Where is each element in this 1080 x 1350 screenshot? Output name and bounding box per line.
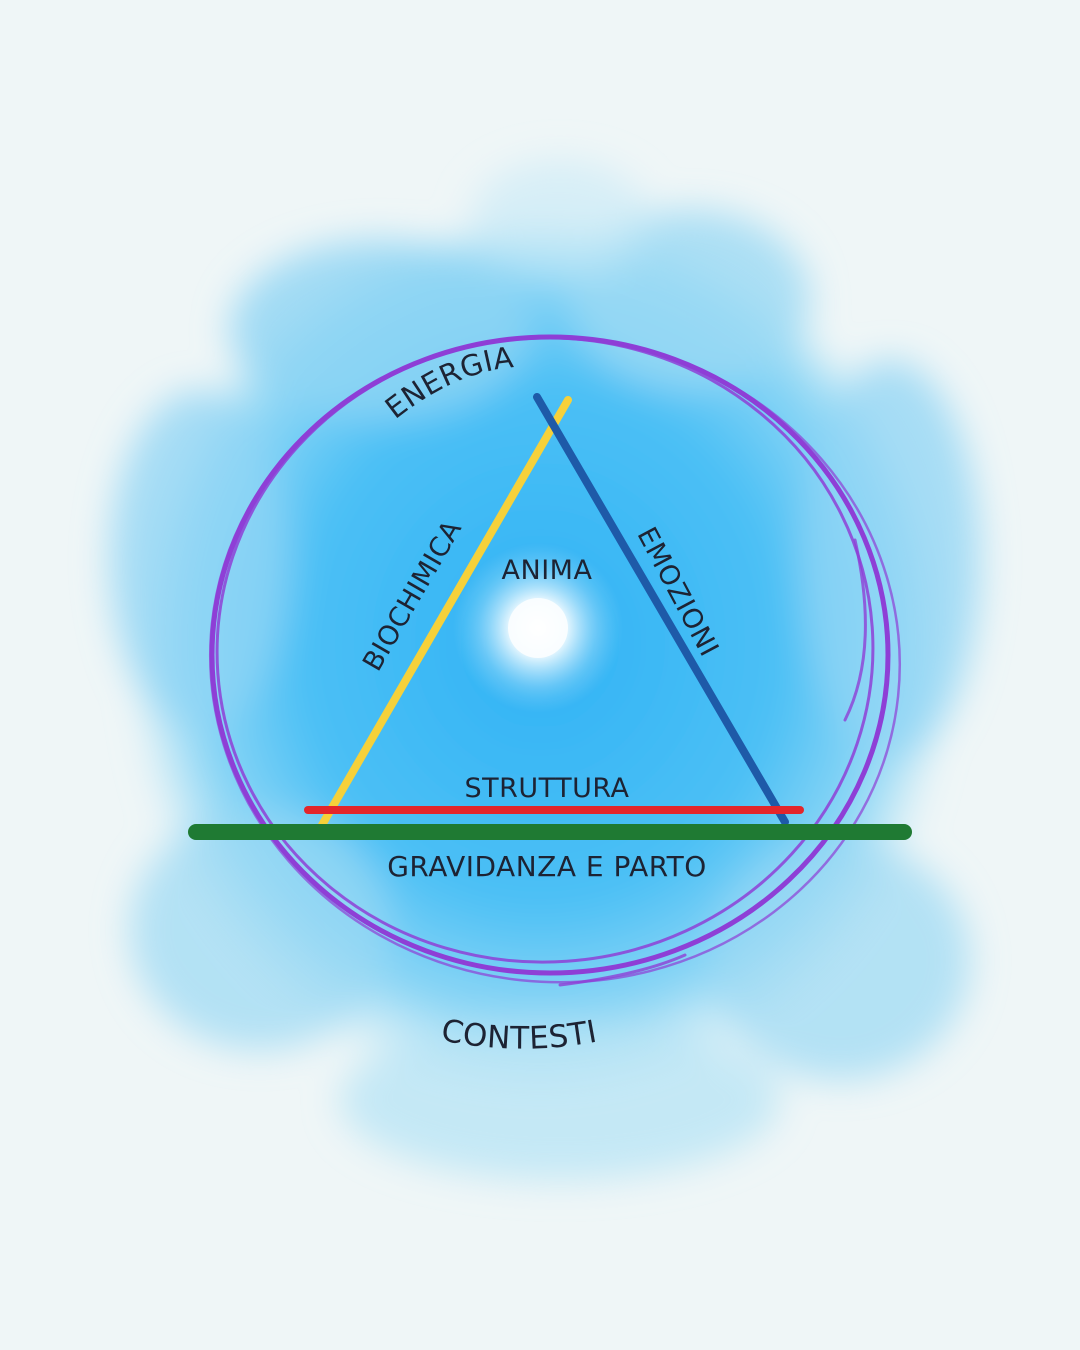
biochimica-line (318, 396, 572, 829)
gravidanza-label: GRAVIDANZA E PARTO (387, 850, 707, 883)
contesti-ring (208, 334, 902, 987)
emozioni-line (533, 393, 789, 826)
anima-glow (453, 543, 623, 713)
struttura-label: STRUTTURA (464, 773, 629, 804)
watercolor-wash (110, 160, 980, 1180)
anima-label: ANIMA (502, 555, 593, 586)
